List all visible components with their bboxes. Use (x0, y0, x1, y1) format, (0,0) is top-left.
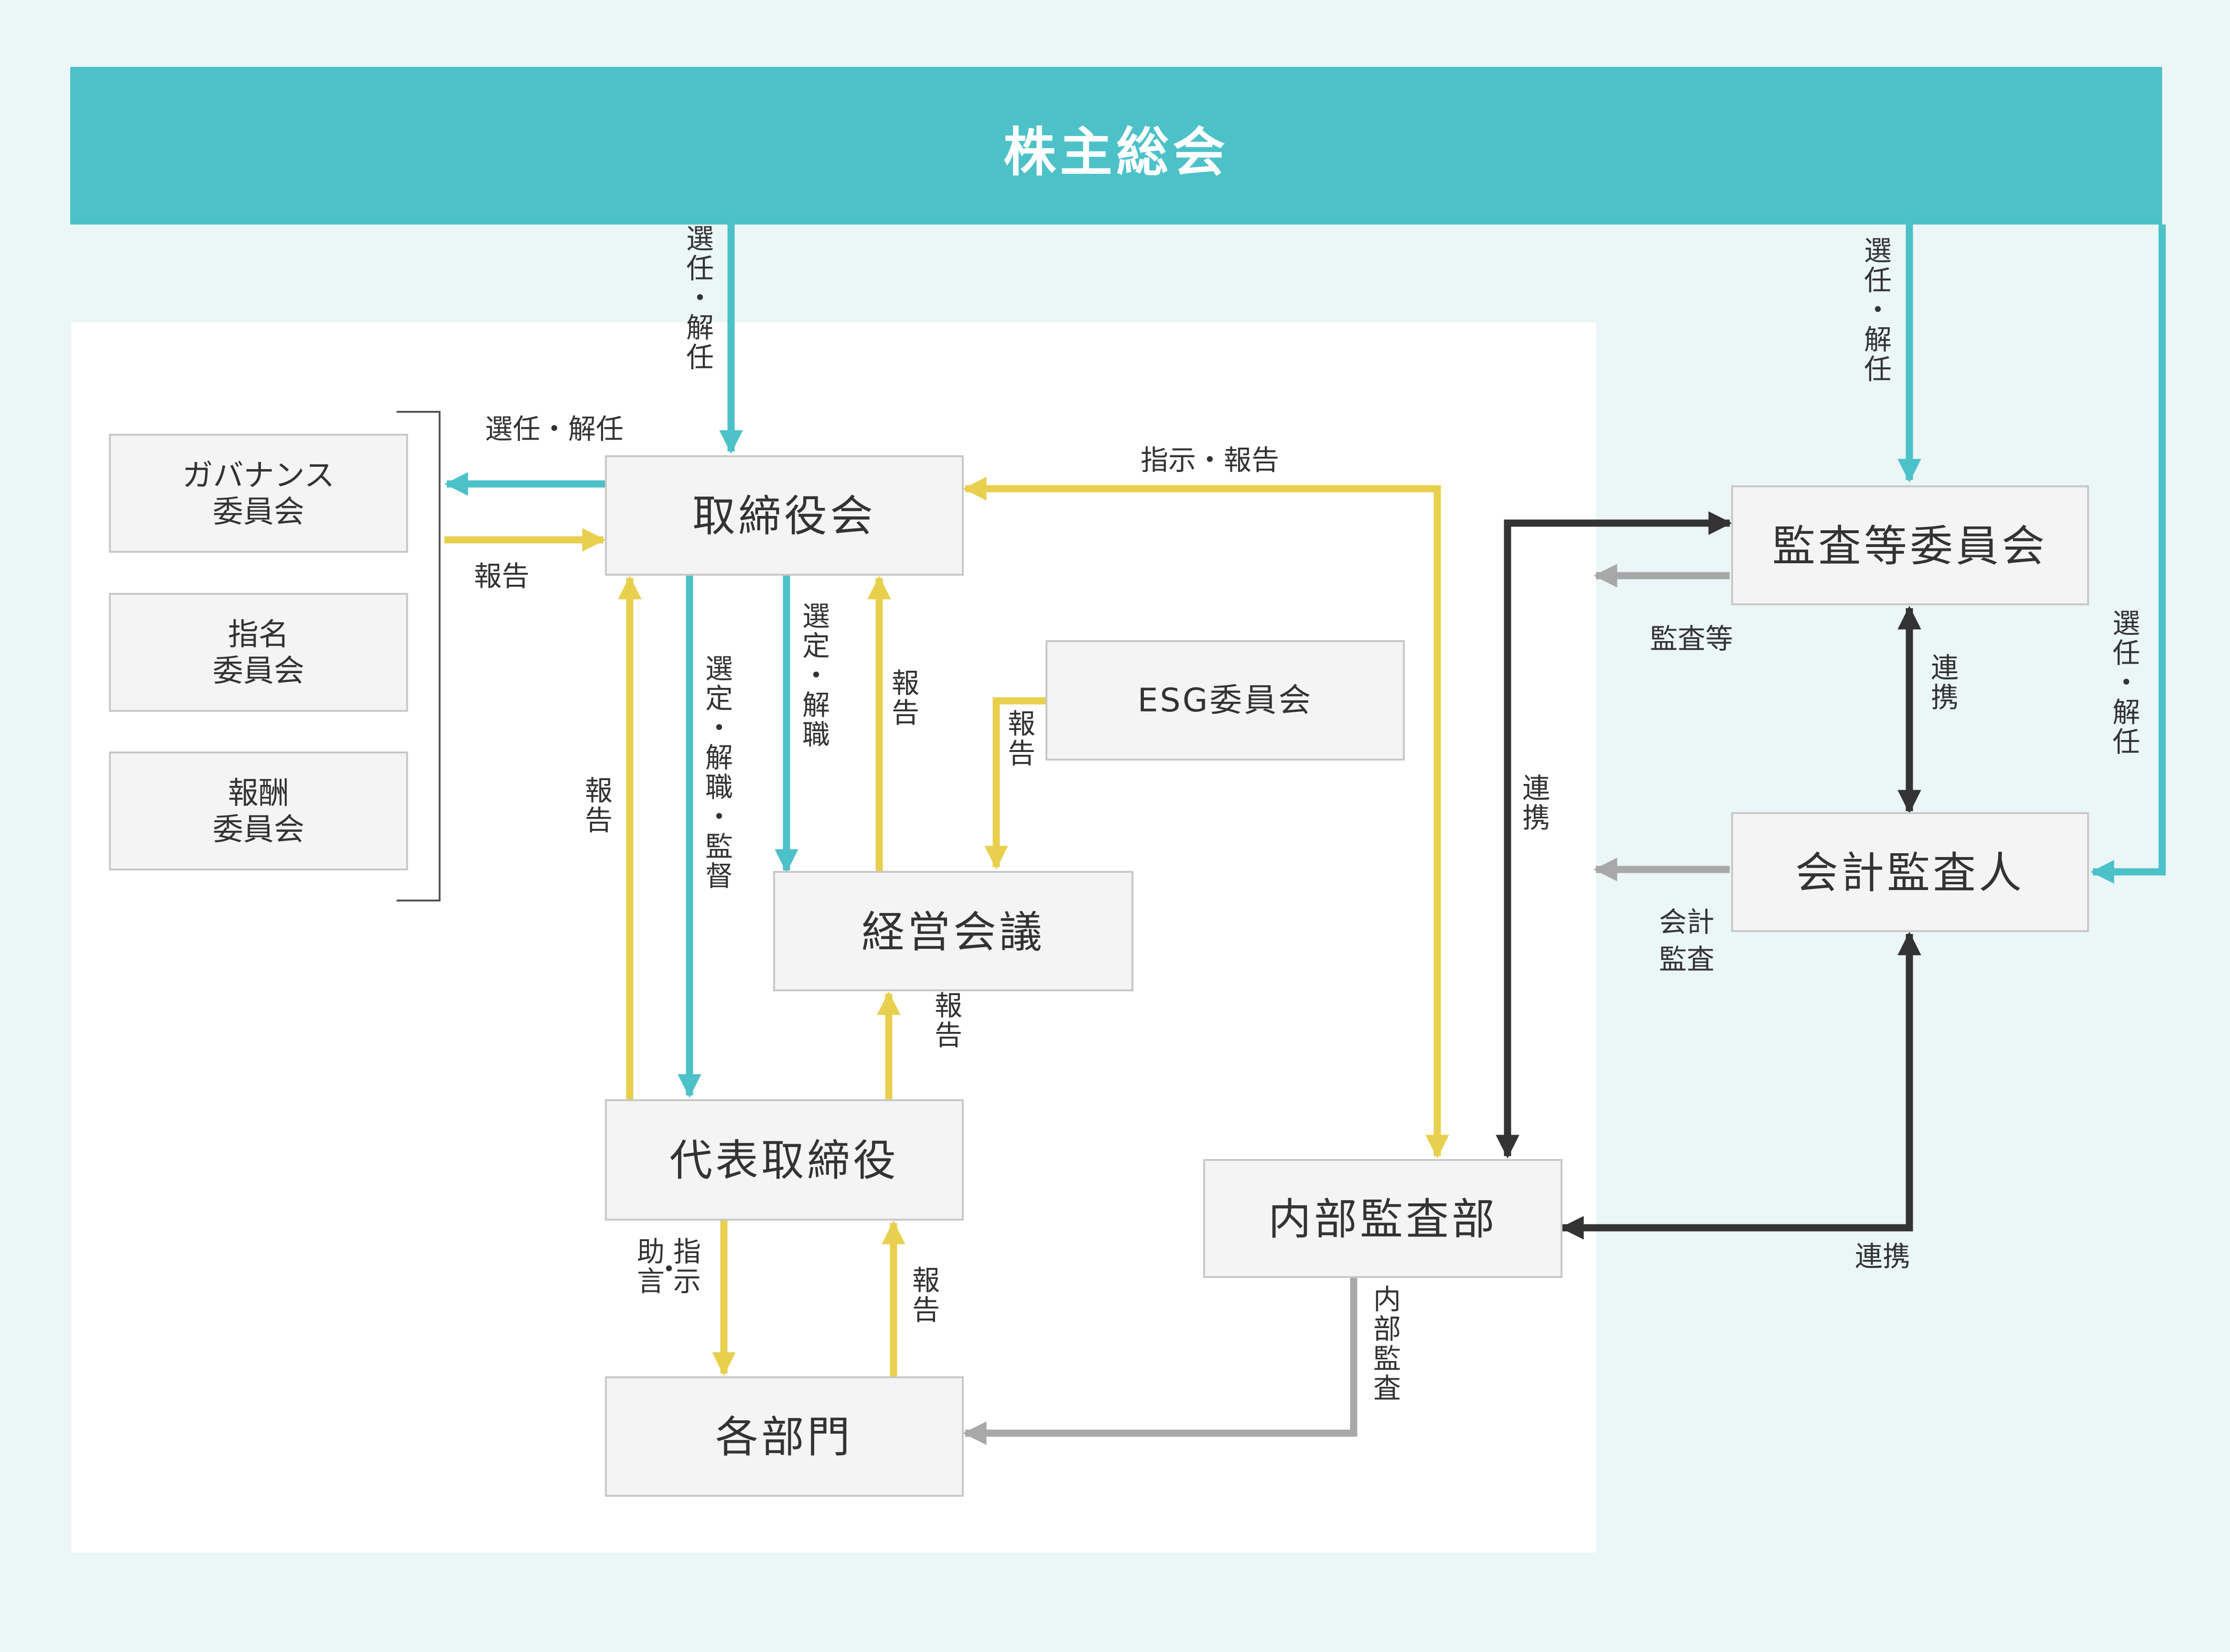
audit-committee-box (1731, 485, 2089, 605)
committees-report-label: 報告 (474, 560, 529, 592)
shareholders-to-accounting-auditor-arrow (2090, 225, 2166, 884)
audit-accounting-collab-label: 連携 (1931, 652, 1959, 714)
board-ceo-select-label: 選定・解職・監督 (705, 653, 733, 892)
accounting-auditor-box (1731, 812, 2089, 932)
audit-committee-internal-audit-link (1496, 511, 1732, 1159)
board-governance-appoint-label: 選任・解任 (485, 413, 624, 445)
shareholders-board-appoint-label: 選任・解任 (686, 223, 714, 374)
internal-audit-departments-label: 内部監査 (1373, 1283, 1401, 1405)
remuneration-committee-label-1: 報酬 (228, 776, 289, 811)
ceo-management-report-label: 報告 (935, 989, 962, 1051)
accounting-auditor-internal-audit-link (1560, 932, 1921, 1240)
departments-label: 各部門 (715, 1412, 853, 1462)
shareholders-accounting-auditor-appoint-label: 選任・解任 (2112, 607, 2140, 758)
accounting-auditor-label: 会計監査人 (1795, 848, 2025, 898)
ceo-box (605, 1099, 964, 1221)
gray-connectors (963, 564, 1730, 1445)
management-board-report-label: 報告 (892, 667, 919, 729)
accounting-audit-label-1: 会計 (1659, 906, 1714, 938)
teal-connectors (444, 225, 2166, 1098)
governance-committee-label-1: ガバナンス (183, 458, 335, 493)
esg-to-management-report-arrow (984, 697, 1046, 869)
management-meeting-box (773, 871, 1133, 991)
governance-committee-label-2: 委員会 (213, 494, 304, 530)
departments-ceo-report-label: 報告 (912, 1264, 940, 1326)
instruct-report-label: 指示・報告 (1141, 444, 1279, 476)
committees-bracket (397, 411, 441, 901)
accounting-internal-collab-label: 連携 (1855, 1240, 1910, 1273)
board-label: 取締役会 (692, 491, 876, 541)
esg-committee-box (1045, 640, 1405, 761)
shareholders-meeting-band (70, 67, 2162, 225)
boxes (109, 434, 2089, 1497)
departments-box (605, 1376, 964, 1497)
nomination-committee-label-1: 指名 (228, 617, 289, 653)
remuneration-committee-label-2: 委員会 (213, 812, 304, 847)
esg-committee-label: ESG委員会 (1138, 682, 1313, 719)
governance-committee-box (109, 434, 408, 553)
board-box (605, 455, 964, 576)
accounting-audit-label-2: 監査 (1659, 943, 1714, 976)
board-internal-audit-upper-arrow (963, 477, 1441, 1156)
remuneration-committee-box (109, 751, 408, 870)
audit-committee-audit-label: 監査等 (1650, 622, 1733, 655)
esg-management-report-label: 報告 (1008, 708, 1035, 770)
board-management-select-label: 選定・解職 (802, 600, 830, 751)
audit-committee-label: 監査等委員会 (1772, 521, 2047, 571)
ceo-departments-advise-label: 助言指示・ (637, 1235, 701, 1298)
dark-connectors (1496, 511, 1921, 1240)
nomination-committee-box (109, 593, 408, 712)
shareholders-audit-committee-appoint-label: 選任・解任 (1864, 235, 1892, 386)
ceo-board-report-label: 報告 (585, 774, 613, 837)
yellow-connectors (444, 477, 1449, 1377)
internal-audit-label: 内部監査部 (1268, 1194, 1497, 1244)
internal-audit-to-departments-arrow (963, 1277, 1357, 1445)
audit-committee-internal-collab-label: 連携 (1522, 772, 1550, 834)
management-meeting-label: 経営会議 (862, 907, 1045, 957)
internal-audit-box (1203, 1159, 1562, 1278)
ceo-label: 代表取締役 (669, 1136, 899, 1186)
shareholders-meeting-title: 株主総会 (1003, 122, 1229, 183)
nomination-committee-label-2: 委員会 (213, 654, 304, 689)
